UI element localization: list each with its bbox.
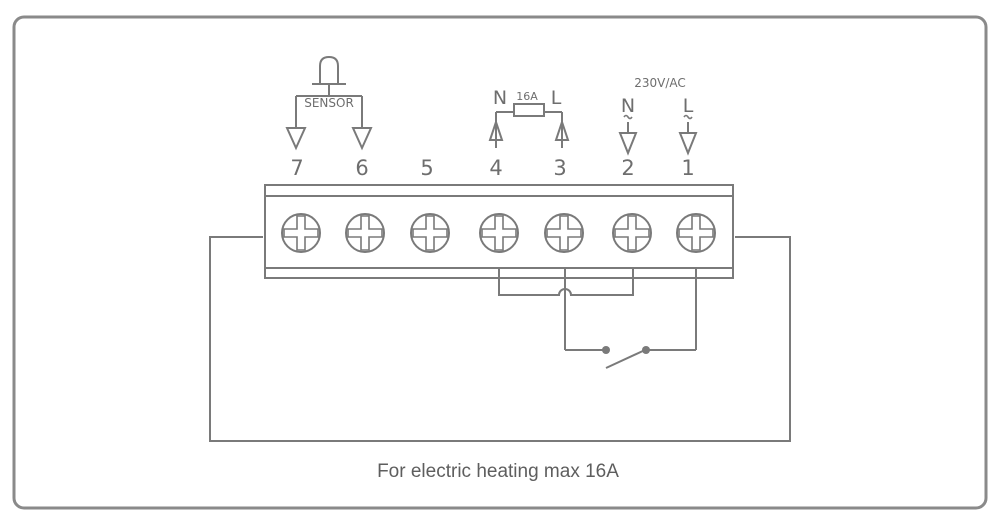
supply-neutral-arrow xyxy=(618,114,638,156)
diagram-caption: For electric heating max 16A xyxy=(377,461,619,482)
fuse-symbol xyxy=(488,103,570,148)
terminal-number-3: 3 xyxy=(553,156,566,180)
fuse-rating-label: 16A xyxy=(516,90,538,103)
terminal-screw-7 xyxy=(281,213,321,253)
terminal-number-2: 2 xyxy=(621,156,634,180)
terminal-number-6: 6 xyxy=(355,156,368,180)
terminal-number-1: 1 xyxy=(681,156,694,180)
heater-loop-wire xyxy=(209,236,791,442)
terminal-block xyxy=(264,184,734,279)
terminal-number-5: 5 xyxy=(420,156,433,180)
outer-frame xyxy=(12,15,988,510)
supply-live-arrow xyxy=(678,114,698,156)
supply-voltage-label: 230V/AC xyxy=(634,76,686,90)
terminal-screw-3 xyxy=(544,213,584,253)
terminal-screw-6 xyxy=(345,213,385,253)
terminal-screw-5 xyxy=(410,213,450,253)
terminal-screw-2 xyxy=(612,213,652,253)
sensor-label: SENSOR xyxy=(304,96,354,110)
terminal-number-4: 4 xyxy=(489,156,502,180)
terminal-screw-4 xyxy=(479,213,519,253)
supply-live-label: L xyxy=(683,95,694,117)
terminal-screw-1 xyxy=(676,213,716,253)
sensor-symbol xyxy=(285,55,373,151)
terminal-number-7: 7 xyxy=(290,156,303,180)
fuse-neutral-label: N xyxy=(493,87,507,109)
supply-neutral-label: N xyxy=(621,95,635,117)
switch-circuit xyxy=(564,268,697,369)
fuse-live-label: L xyxy=(551,87,562,109)
